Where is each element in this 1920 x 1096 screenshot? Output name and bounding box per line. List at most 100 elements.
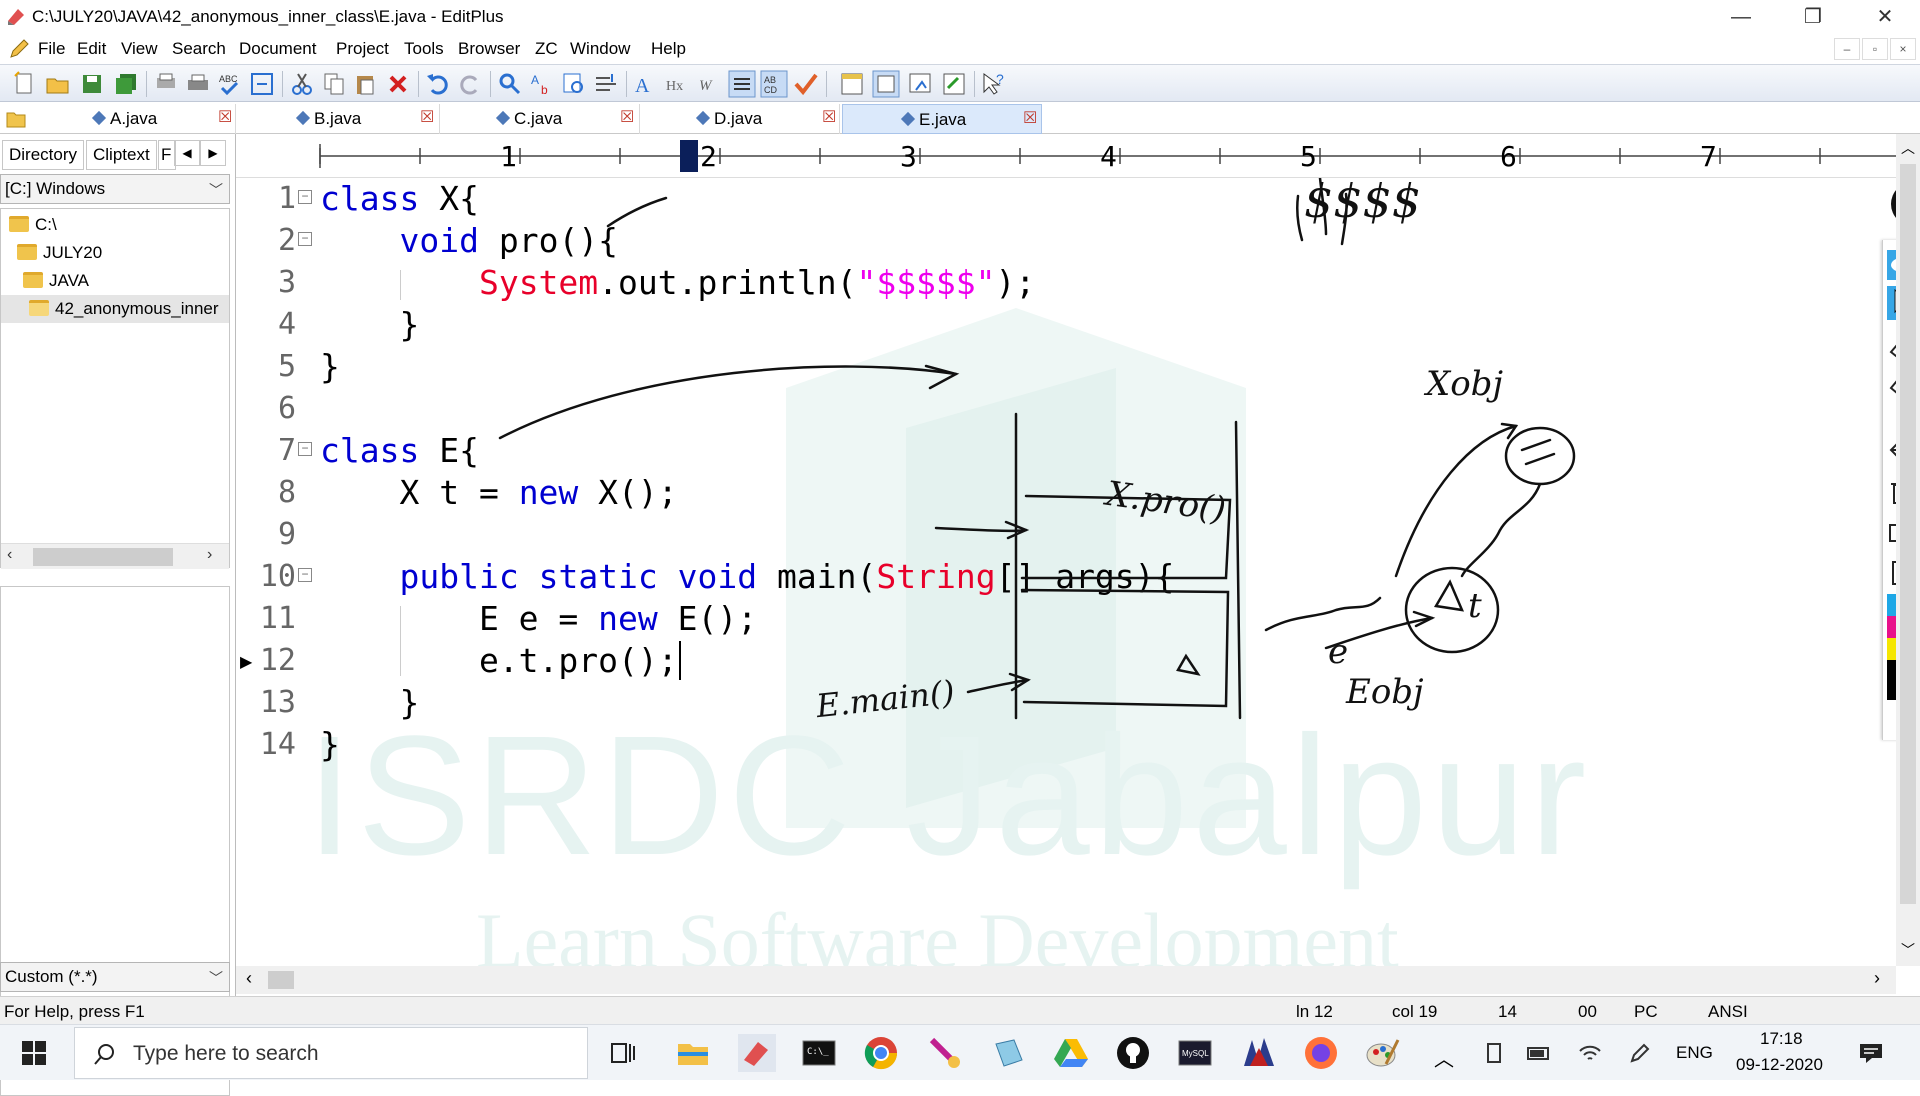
pen-workspace-icon[interactable] bbox=[1628, 1041, 1652, 1065]
scroll-down-icon[interactable]: ﹀ bbox=[1901, 942, 1915, 958]
menu-window[interactable]: Window bbox=[570, 39, 631, 58]
tree-horizontal-scrollbar[interactable]: ‹ › bbox=[1, 543, 229, 569]
word-wrap-icon[interactable]: W bbox=[696, 70, 724, 98]
tab-close-icon[interactable]: ☒ bbox=[620, 109, 635, 126]
tab-close-icon[interactable]: ☒ bbox=[218, 109, 233, 126]
tab-directory[interactable]: Directory bbox=[2, 140, 85, 170]
hex-icon[interactable]: Hx bbox=[664, 70, 692, 98]
fold-toggle-icon[interactable]: − bbox=[298, 442, 312, 456]
mdi-close-button[interactable]: × bbox=[1890, 38, 1916, 60]
editor-vertical-scrollbar[interactable]: ︿ ﹀ bbox=[1896, 134, 1920, 966]
taskbar-search-box[interactable]: Type here to search bbox=[74, 1027, 588, 1079]
tree-item-july20[interactable]: JULY20 bbox=[17, 239, 229, 267]
print-preview-icon[interactable] bbox=[152, 70, 180, 98]
cut-icon[interactable] bbox=[288, 70, 316, 98]
line-numbers-icon[interactable] bbox=[728, 70, 756, 98]
editplus-taskbar-icon[interactable] bbox=[738, 1034, 776, 1072]
chrome-icon[interactable] bbox=[862, 1034, 900, 1072]
panel-prev-tab-button[interactable]: ◀ bbox=[174, 140, 200, 166]
editor-horizontal-scrollbar[interactable]: ‹ › bbox=[236, 966, 1896, 994]
paste-icon[interactable] bbox=[352, 70, 380, 98]
fold-toggle-icon[interactable]: − bbox=[298, 232, 312, 246]
font-icon[interactable]: A bbox=[632, 70, 660, 98]
check-icon[interactable] bbox=[792, 70, 820, 98]
new-file-icon[interactable] bbox=[10, 70, 38, 98]
tree-item-42-anonymous-inner[interactable]: 42_anonymous_inner bbox=[1, 295, 229, 323]
menu-document[interactable]: Document bbox=[239, 39, 317, 58]
tablet-mode-icon[interactable] bbox=[1482, 1041, 1506, 1065]
fold-toggle-icon[interactable]: − bbox=[298, 190, 312, 204]
tab-d-java[interactable]: D.java ☒ bbox=[695, 104, 840, 134]
menu-browser[interactable]: Browser bbox=[458, 39, 521, 58]
mdi-minimize-button[interactable]: – bbox=[1834, 38, 1860, 60]
print-icon[interactable] bbox=[184, 70, 212, 98]
code-editor[interactable]: ISRDC Jabalpur Learn Software Developmen… bbox=[236, 178, 1896, 966]
save-all-icon[interactable] bbox=[112, 70, 140, 98]
tree-item-java[interactable]: JAVA bbox=[23, 267, 229, 295]
menu-tools[interactable]: Tools bbox=[404, 39, 444, 58]
tab-close-icon[interactable]: ☒ bbox=[420, 109, 435, 126]
open-folder-icon[interactable] bbox=[44, 70, 72, 98]
browser-view-icon[interactable] bbox=[906, 70, 934, 98]
battery-icon[interactable] bbox=[1526, 1041, 1552, 1065]
clock-time[interactable]: 17:18 bbox=[1760, 1029, 1803, 1048]
menu-view[interactable]: View bbox=[121, 39, 158, 58]
tab-e-java[interactable]: E.java ☒ bbox=[842, 104, 1042, 134]
scroll-right-icon[interactable]: › bbox=[1874, 968, 1880, 988]
tab-more[interactable]: F bbox=[158, 140, 176, 170]
paint-icon[interactable] bbox=[1364, 1034, 1402, 1072]
menu-zc[interactable]: ZC bbox=[535, 39, 558, 58]
tray-overflow-chevron-icon[interactable]: ︿ bbox=[1434, 1049, 1454, 1071]
close-button[interactable]: ✕ bbox=[1876, 6, 1894, 28]
menu-help[interactable]: Help bbox=[651, 39, 686, 58]
scroll-left-icon[interactable]: ‹ bbox=[246, 968, 252, 988]
eclipse-like-app-icon[interactable] bbox=[1240, 1034, 1278, 1072]
scroll-right-icon[interactable]: › bbox=[207, 546, 213, 563]
replace-icon[interactable]: Ab bbox=[528, 70, 556, 98]
mdi-restore-button[interactable]: ▫ bbox=[1862, 38, 1888, 60]
file-filter-select[interactable]: Custom (*.*) ﹀ bbox=[0, 962, 230, 992]
input-language[interactable]: ENG bbox=[1676, 1043, 1713, 1062]
command-prompt-icon[interactable]: C:\_ bbox=[800, 1034, 838, 1072]
notifications-icon[interactable] bbox=[1858, 1041, 1884, 1065]
file-explorer-icon[interactable] bbox=[674, 1034, 712, 1072]
tab-c-java[interactable]: C.java ☒ bbox=[495, 104, 640, 134]
help-icon[interactable]: ? bbox=[980, 70, 1008, 98]
menu-project[interactable]: Project bbox=[336, 39, 389, 58]
lightbulb-app-icon[interactable] bbox=[1114, 1034, 1152, 1072]
task-view-icon[interactable] bbox=[604, 1034, 642, 1072]
copy-icon[interactable] bbox=[320, 70, 348, 98]
menu-search[interactable]: Search bbox=[172, 39, 226, 58]
tab-a-java[interactable]: A.java ☒ bbox=[91, 104, 236, 134]
fold-toggle-icon[interactable]: − bbox=[298, 568, 312, 582]
redo-icon[interactable] bbox=[456, 70, 484, 98]
menu-file[interactable]: File bbox=[38, 39, 66, 58]
firefox-icon[interactable] bbox=[1302, 1034, 1340, 1072]
scroll-up-icon[interactable]: ︿ bbox=[1901, 140, 1915, 156]
tab-close-icon[interactable]: ☒ bbox=[822, 109, 837, 126]
scrollbar-thumb[interactable] bbox=[33, 548, 173, 566]
window-list-icon[interactable] bbox=[838, 70, 866, 98]
tree-item-c-drive[interactable]: C:\ bbox=[9, 211, 229, 239]
find-in-files-icon[interactable] bbox=[560, 70, 588, 98]
google-drive-icon[interactable] bbox=[1052, 1034, 1090, 1072]
tile-icon[interactable] bbox=[872, 70, 900, 98]
tab-b-java[interactable]: B.java ☒ bbox=[295, 104, 440, 134]
drive-select[interactable]: [C:] Windows ﹀ bbox=[0, 174, 230, 204]
menu-edit[interactable]: Edit bbox=[77, 39, 107, 58]
delete-icon[interactable] bbox=[384, 70, 412, 98]
pen-app-icon[interactable] bbox=[926, 1034, 964, 1072]
clock-date[interactable]: 09-12-2020 bbox=[1736, 1055, 1823, 1074]
restore-button[interactable]: ❐ bbox=[1804, 6, 1822, 28]
sync-icon[interactable] bbox=[248, 70, 276, 98]
notebook-app-icon[interactable] bbox=[990, 1034, 1028, 1072]
tab-close-icon[interactable]: ☒ bbox=[1023, 110, 1038, 127]
scrollbar-thumb[interactable] bbox=[268, 971, 294, 989]
undo-icon[interactable] bbox=[424, 70, 452, 98]
save-icon[interactable] bbox=[78, 70, 106, 98]
mysql-icon[interactable]: MySQL bbox=[1176, 1034, 1214, 1072]
scrollbar-thumb[interactable] bbox=[1900, 164, 1916, 904]
windows-start-icon[interactable] bbox=[22, 1041, 46, 1065]
spell-check-icon[interactable]: ABC bbox=[216, 70, 244, 98]
